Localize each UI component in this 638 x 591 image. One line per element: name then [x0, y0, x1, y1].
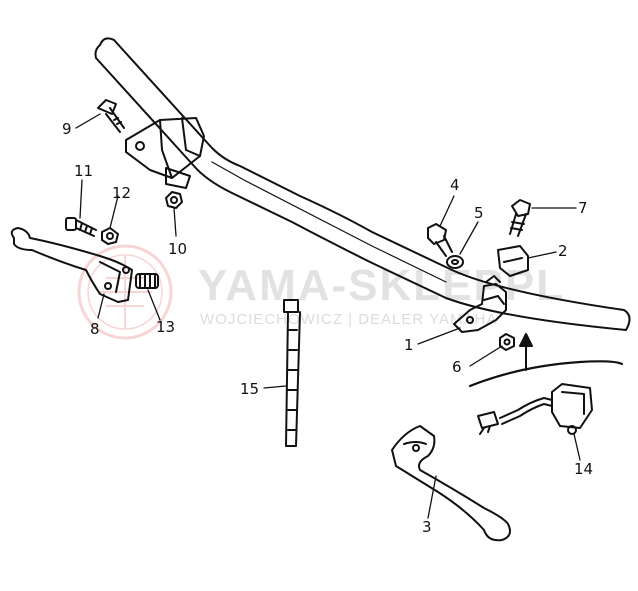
direction-arrow: [519, 333, 533, 371]
callout-13: 13: [156, 318, 175, 336]
callout-2: 2: [558, 242, 568, 260]
watermark: YAMA-SKLEPPL WOJCIECHOWICZ | DEALER YAMA…: [77, 244, 563, 340]
bolt-9: [97, 99, 125, 133]
handlebar: [94, 37, 631, 331]
bracket-curve: [468, 360, 624, 388]
callout-5: 5: [474, 204, 484, 222]
watermark-logo: [77, 244, 173, 340]
spring-13: [135, 273, 159, 289]
callout-9: 9: [62, 120, 72, 138]
callout-8: 8: [90, 320, 100, 338]
washer-5: [446, 255, 464, 269]
clutch-lever-8: [10, 227, 133, 303]
nut-10: [165, 191, 183, 209]
callout-11: 11: [74, 162, 93, 180]
callout-6: 6: [452, 358, 462, 376]
bolt-11: [65, 217, 97, 237]
callout-15: 15: [240, 380, 259, 398]
nut-12: [101, 227, 119, 245]
lever-holder-cap-2: [497, 245, 529, 277]
callout-10: 10: [168, 240, 187, 258]
lever-holder-1: [453, 275, 507, 333]
callout-12: 12: [112, 184, 131, 202]
brake-lever-3: [391, 425, 511, 542]
brake-switch-14: [477, 383, 593, 435]
bolt-7: [509, 199, 531, 237]
leader-lines: [75, 113, 581, 519]
nut-6: [499, 333, 515, 351]
callout-4: 4: [450, 176, 460, 194]
cable-band-15: [283, 299, 301, 447]
callout-7: 7: [578, 199, 588, 217]
callout-1: 1: [404, 336, 414, 354]
bolt-4: [427, 223, 453, 257]
callouts: 1 2 3 4 5 6 7 8 9 10 11 12 13 14 15: [62, 120, 593, 536]
handlebar-holder: [125, 117, 205, 189]
callout-14: 14: [574, 460, 593, 478]
callout-3: 3: [422, 518, 432, 536]
watermark-subtitle: WOJCIECHOWICZ | DEALER YAMAHA: [200, 311, 497, 328]
